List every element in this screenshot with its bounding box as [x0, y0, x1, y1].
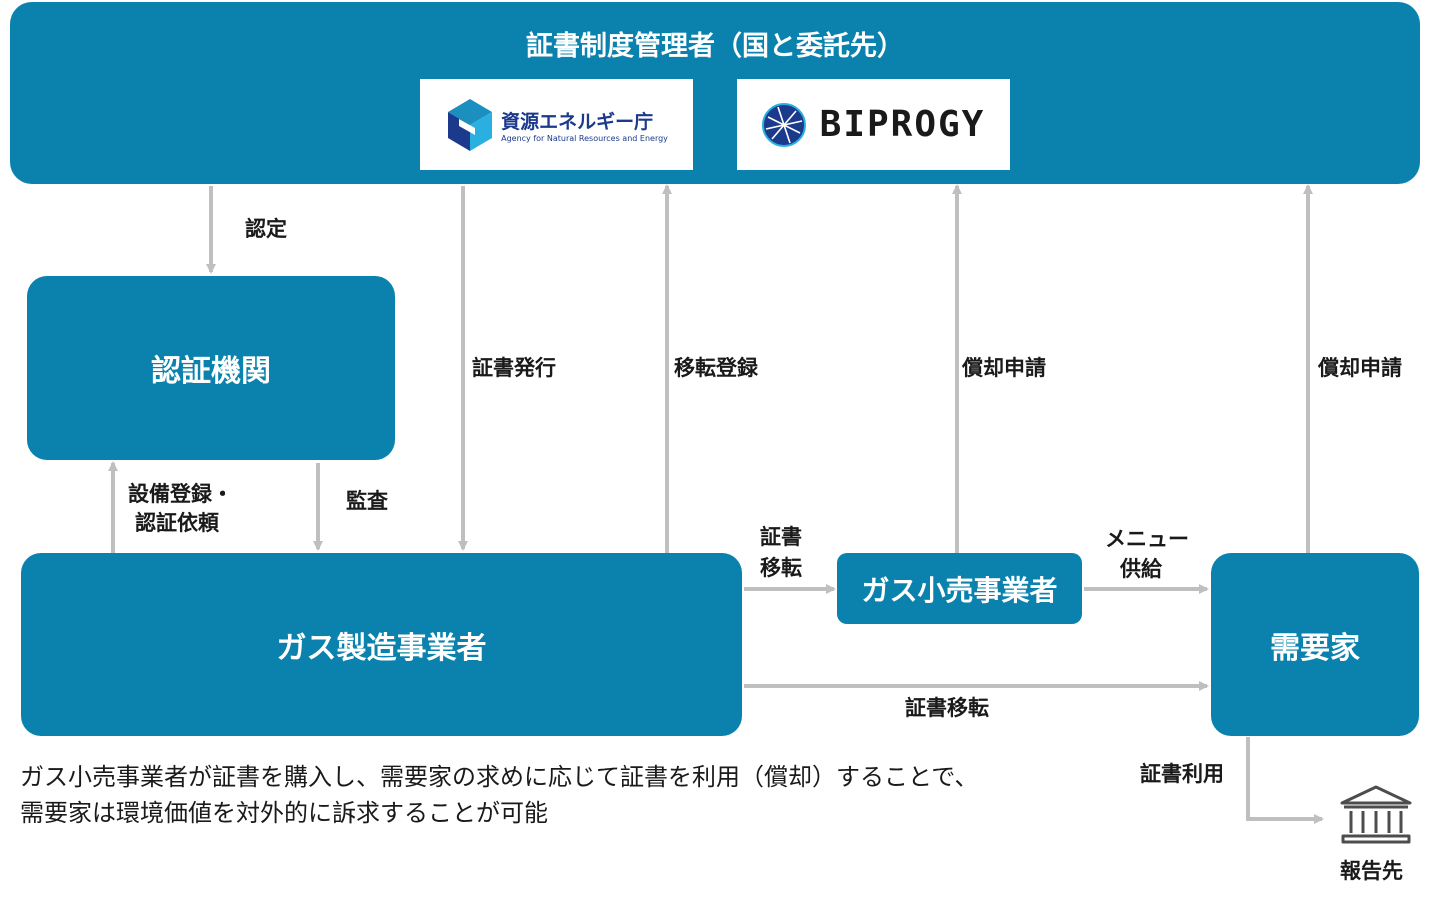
agency-mark-icon: [448, 98, 493, 151]
label-cert-transfer-direct: 証書移転: [905, 696, 989, 720]
certifier-label: 認証機関: [151, 354, 271, 389]
producer-box: ガス製造事業者: [21, 553, 742, 736]
label-menu-2: 供給: [1120, 557, 1162, 581]
label-cert-use: 証書利用: [1140, 762, 1224, 786]
biprogy-mark-icon: [761, 102, 806, 147]
consumer-label: 需要家: [1270, 630, 1360, 666]
agency-name: 資源エネルギー庁: [501, 110, 654, 133]
label-cert-transfer-2: 移転: [760, 556, 802, 580]
certifier-box: 認証機関: [27, 276, 395, 460]
label-retire-retailer: 償却申請: [962, 356, 1046, 380]
label-transfer-reg: 移転登録: [674, 356, 758, 380]
retailer-label: ガス小売事業者: [861, 573, 1058, 607]
label-certify: 認定: [245, 217, 287, 241]
label-report: 報告先: [1340, 859, 1403, 883]
biprogy-name: BIPROGY: [819, 104, 986, 145]
note-line-1: ガス小売事業者が証書を購入し、需要家の求めに応じて証書を利用（償却）することで、: [20, 763, 979, 791]
label-menu-1: メニュー: [1105, 527, 1189, 551]
label-issue: 証書発行: [472, 356, 556, 380]
note-line-2: 需要家は環境価値を対外的に訴求することが可能: [20, 799, 548, 827]
consumer-box: 需要家: [1211, 553, 1419, 736]
arrow-cert-use: [1246, 737, 1324, 824]
retailer-box: ガス小売事業者: [837, 553, 1082, 624]
label-retire-consumer: 償却申請: [1318, 356, 1402, 380]
label-cert-transfer-1: 証書: [760, 525, 802, 549]
producer-label: ガス製造事業者: [276, 630, 487, 666]
label-audit: 監査: [346, 489, 388, 513]
label-register-1: 設備登録・: [128, 482, 233, 506]
agency-subname: Agency for Natural Resources and Energy: [501, 133, 668, 143]
admin-box: 証書制度管理者（国と委託先）: [10, 2, 1420, 184]
label-register-2: 認証依頼: [135, 511, 219, 535]
admin-title: 証書制度管理者（国と委託先）: [526, 31, 904, 62]
agency-logo: 資源エネルギー庁 Agency for Natural Resources an…: [420, 79, 693, 170]
government-building-icon: [1340, 785, 1412, 844]
biprogy-logo: BIPROGY: [737, 79, 1010, 170]
